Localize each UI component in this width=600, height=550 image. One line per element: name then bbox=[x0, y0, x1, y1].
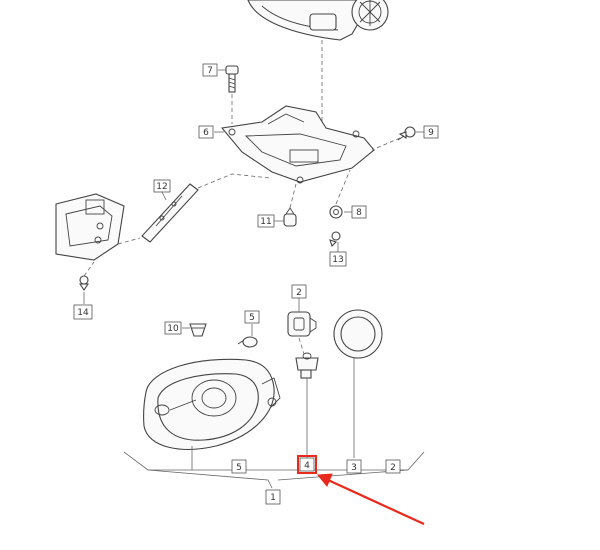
callout-14: 14 bbox=[73, 304, 93, 320]
svg-text:5: 5 bbox=[249, 313, 255, 323]
callout-13: 13 bbox=[329, 251, 347, 267]
main-bulb-part-4 bbox=[295, 352, 319, 379]
assembly-bracket-lines bbox=[123, 451, 425, 489]
vehicle-front-bumper bbox=[247, 0, 389, 41]
svg-text:1: 1 bbox=[270, 493, 276, 503]
grommet-part-10 bbox=[189, 323, 207, 337]
nut-part-8 bbox=[329, 205, 343, 219]
highlight-arrow bbox=[317, 473, 425, 525]
body-panel-fragment bbox=[55, 193, 125, 261]
svg-text:14: 14 bbox=[77, 308, 89, 318]
side-bracket-part-12 bbox=[141, 183, 199, 243]
svg-text:10: 10 bbox=[167, 324, 179, 334]
svg-text:4: 4 bbox=[304, 461, 310, 471]
callout-5-upper: 5 bbox=[244, 310, 260, 324]
svg-text:5: 5 bbox=[236, 463, 242, 473]
svg-text:2: 2 bbox=[296, 288, 302, 298]
callout-12: 12 bbox=[153, 179, 171, 193]
svg-text:11: 11 bbox=[260, 217, 271, 227]
seal-ring-part-3 bbox=[333, 309, 383, 359]
callout-11: 11 bbox=[257, 214, 275, 228]
svg-text:7: 7 bbox=[207, 66, 213, 76]
bulb-socket-part-2 bbox=[287, 311, 317, 337]
headlamp-bracket-part-6 bbox=[220, 105, 375, 184]
callout-3: 3 bbox=[346, 459, 362, 474]
callout-4-highlight-box bbox=[297, 455, 317, 474]
callout-2-upper: 2 bbox=[291, 284, 307, 299]
headlamp-housing bbox=[143, 358, 281, 450]
svg-text:8: 8 bbox=[356, 208, 362, 218]
callout-10: 10 bbox=[164, 321, 182, 335]
callout-8: 8 bbox=[351, 205, 367, 219]
callout-9: 9 bbox=[423, 125, 439, 139]
svg-text:6: 6 bbox=[203, 128, 209, 138]
screw-part-14 bbox=[78, 275, 90, 291]
screw-part-13 bbox=[329, 231, 341, 248]
screw-part-9 bbox=[397, 126, 416, 141]
svg-text:12: 12 bbox=[156, 182, 167, 192]
svg-text:2: 2 bbox=[390, 463, 396, 473]
bolt-part-7 bbox=[225, 65, 239, 93]
callout-7: 7 bbox=[202, 63, 218, 77]
svg-text:13: 13 bbox=[332, 255, 343, 265]
svg-text:9: 9 bbox=[428, 128, 434, 138]
callout-6: 6 bbox=[198, 125, 214, 139]
callout-2-lower: 2 bbox=[385, 459, 401, 474]
clip-part-11 bbox=[283, 207, 297, 227]
callout-5-lower: 5 bbox=[231, 459, 247, 474]
callout-4: 4 bbox=[299, 457, 315, 472]
small-bulb-part-5 bbox=[237, 336, 258, 348]
callout-1: 1 bbox=[265, 489, 281, 505]
svg-text:3: 3 bbox=[351, 463, 357, 473]
